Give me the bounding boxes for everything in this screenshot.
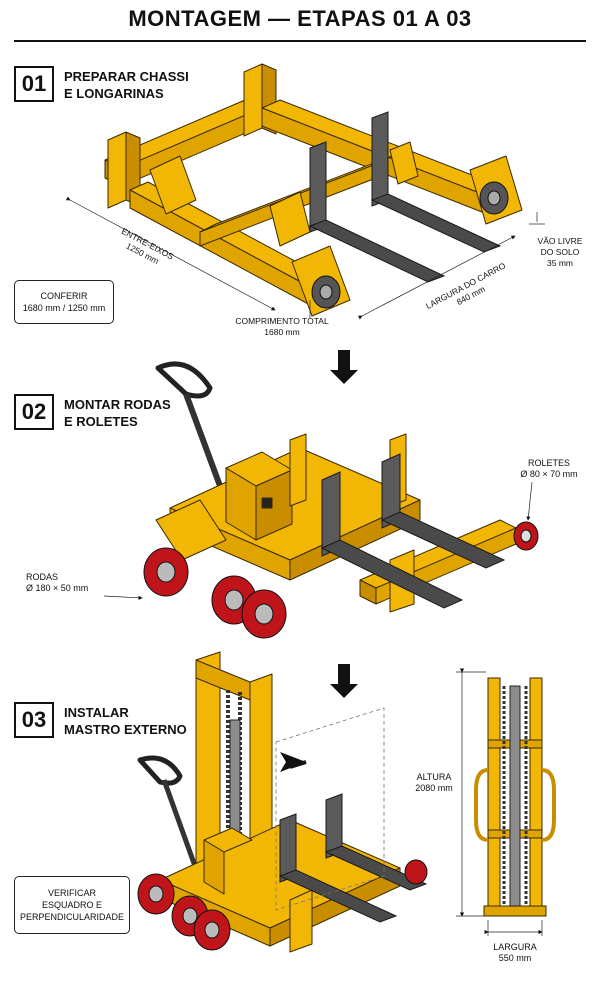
width-value: 550 mm bbox=[498, 953, 532, 963]
check-note-line2: 1680 mm / 1250 mm bbox=[22, 303, 106, 313]
step-title-01: PREPARAR CHASSI E LONGARINAS bbox=[64, 68, 234, 102]
ground-clearance-value: 35 mm bbox=[547, 258, 573, 268]
step-title-03: INSTALAR MASTRO EXTERNO bbox=[64, 704, 234, 738]
mast-placement-outline bbox=[275, 707, 385, 911]
ground-clearance-line2: DO SOLO bbox=[540, 247, 580, 257]
mast-front-rail-right bbox=[529, 677, 543, 911]
check-note-line1: CONFERIR bbox=[40, 291, 88, 301]
step-title-01-line1: PREPARAR CHASSI bbox=[64, 69, 189, 84]
mast-insert-arrow bbox=[280, 752, 306, 772]
dimension-lines-step1 bbox=[65, 196, 545, 320]
mast-front-rail-left bbox=[487, 677, 501, 911]
wheels-callout: RODAS Ø 180 × 50 mm bbox=[26, 572, 116, 594]
height-value: 2080 mm bbox=[415, 783, 453, 793]
verify-note-line2: ESQUADRO E bbox=[41, 900, 102, 910]
forks-step3 bbox=[278, 793, 428, 923]
verify-note-line1: VERIFICAR bbox=[47, 888, 96, 898]
steer-wheels bbox=[143, 547, 287, 639]
fork-left-upright bbox=[309, 141, 327, 233]
verify-note-step3: VERIFICAR ESQUADRO E PERPENDICULARIDADE bbox=[14, 876, 130, 934]
height-label: ALTURA bbox=[416, 772, 452, 782]
title-divider bbox=[14, 40, 586, 42]
mast-front-view bbox=[474, 677, 556, 917]
tiller-handle bbox=[155, 361, 213, 399]
step-title-01-line2: E LONGARINAS bbox=[64, 86, 164, 101]
chassis-rear-upright-left bbox=[107, 131, 127, 209]
step-number-02: 02 bbox=[14, 394, 54, 430]
fork-right-upright bbox=[371, 111, 389, 207]
total-length-label: COMPRIMENTO TOTAL bbox=[235, 316, 329, 326]
ground-clearance-line1: VÃO LIVRE bbox=[537, 236, 583, 246]
chassis-rear-upright-right bbox=[243, 63, 263, 137]
rollers-label: ROLETES bbox=[527, 458, 570, 468]
step-title-03-line2: MASTRO EXTERNO bbox=[64, 722, 187, 737]
page-title: MONTAGEM — ETAPAS 01 A 03 bbox=[128, 6, 472, 31]
forks-step2 bbox=[320, 453, 506, 609]
step-title-03-line1: INSTALAR bbox=[64, 705, 129, 720]
ground-clearance-dimension: VÃO LIVRE DO SOLO 35 mm bbox=[530, 236, 590, 269]
width-label: LARGURA bbox=[493, 942, 537, 952]
step-number-03: 03 bbox=[14, 702, 54, 738]
height-dimension: ALTURA 2080 mm bbox=[404, 772, 464, 794]
chassis-rollers-step1 bbox=[311, 181, 509, 309]
rollers-value: Ø 80 × 70 mm bbox=[520, 469, 578, 479]
total-length-dimension: COMPRIMENTO TOTAL 1680 mm bbox=[222, 316, 342, 338]
verify-note-line3: PERPENDICULARIDADE bbox=[19, 912, 125, 922]
check-note-step1: CONFERIR 1680 mm / 1250 mm bbox=[14, 280, 114, 324]
step-arrow-2-to-3 bbox=[330, 664, 358, 698]
fork-rollers-step2 bbox=[513, 521, 539, 551]
leader-lines-step2 bbox=[103, 481, 533, 600]
rollers-callout: ROLETES Ø 80 × 70 mm bbox=[506, 458, 592, 480]
wheels-value: Ø 180 × 50 mm bbox=[26, 583, 89, 593]
steer-wheels-step3 bbox=[137, 859, 428, 951]
step-title-02-line2: E ROLETES bbox=[64, 414, 138, 429]
step-title-02: MONTAR RODAS E ROLETES bbox=[64, 396, 234, 430]
step-arrow-1-to-2 bbox=[330, 350, 358, 384]
total-length-value: 1680 mm bbox=[264, 327, 300, 337]
dimension-lines-step3 bbox=[456, 668, 543, 936]
step-number-01: 01 bbox=[14, 66, 54, 102]
width-dimension: LARGURA 550 mm bbox=[480, 942, 550, 964]
step-title-02-line1: MONTAR RODAS bbox=[64, 397, 171, 412]
wheels-label: RODAS bbox=[26, 572, 59, 582]
